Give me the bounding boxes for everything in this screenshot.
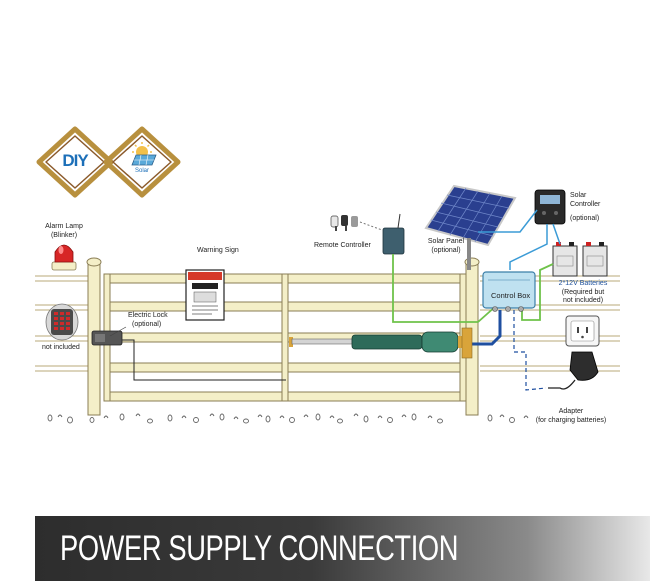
adapter-icon xyxy=(548,351,599,390)
leader-lines xyxy=(109,326,127,337)
solar-badge xyxy=(103,126,181,198)
warning-sign-icon xyxy=(185,269,225,321)
warning-sign-label: Warning Sign xyxy=(197,247,239,254)
actuator-icon xyxy=(289,331,464,353)
adapter-label: Adapter(for charging batteries) xyxy=(535,408,607,424)
battery-icon-1 xyxy=(552,242,578,277)
keypad-icon xyxy=(45,303,79,341)
banner-title: POWER SUPPLY CONNECTION xyxy=(60,529,459,568)
wires xyxy=(392,209,561,391)
diy-badge xyxy=(36,126,114,198)
post-bracket xyxy=(461,327,473,359)
solar-panel-icon xyxy=(424,184,517,270)
solar-badge-label: Solar xyxy=(134,168,149,174)
remote-controller-label: Remote Controller xyxy=(314,242,371,249)
solar-controller-icon xyxy=(534,189,566,225)
control-box-icon xyxy=(482,271,536,312)
alarm-lamp-icon xyxy=(51,244,77,271)
electric-lock-label: Electric Lock(optional) xyxy=(128,312,168,328)
battery-icon-2 xyxy=(582,242,608,277)
title-banner xyxy=(35,516,650,581)
not-included-label: not included xyxy=(42,344,80,351)
diy-badge-label: DIY xyxy=(62,151,88,170)
receiver-icon xyxy=(382,213,405,255)
control-box-label: Control Box xyxy=(491,291,531,300)
ground-pebbles xyxy=(47,413,529,424)
remote-controller-icon xyxy=(330,215,383,231)
mini-solar-panel-icon xyxy=(131,154,157,166)
solar-panel-label: Solar Panel(optional) xyxy=(427,238,465,254)
electric-lock-icon xyxy=(91,330,286,381)
wall-socket-icon xyxy=(565,315,600,347)
alarm-lamp-label: Alarm Lamp(Blinker) xyxy=(45,223,83,239)
